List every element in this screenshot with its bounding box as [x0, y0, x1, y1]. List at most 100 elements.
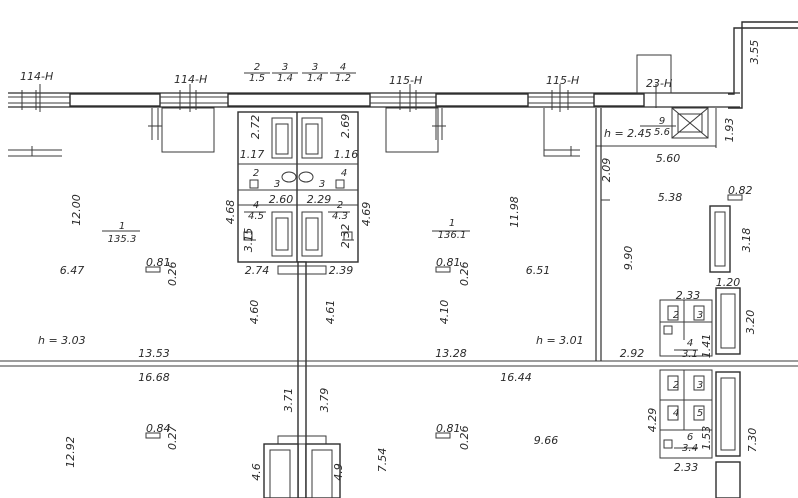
room-area: 1.2 [335, 73, 351, 84]
dimension: 13.28 [435, 347, 467, 360]
dimension: 4.69 [360, 202, 373, 227]
fixture-mark: 5 [697, 408, 703, 419]
opening-height: 0.27 [166, 426, 179, 451]
fixture-mark: 3 [697, 310, 703, 321]
opening-height: 0.26 [458, 426, 471, 451]
room-number: 4 [687, 338, 693, 349]
room-number: 6 [687, 432, 693, 443]
fixture-mark: 3 [697, 380, 703, 391]
dimension: 13.53 [138, 347, 170, 360]
dimension: 3.18 [740, 228, 753, 253]
dimension: 1.53 [700, 426, 713, 451]
ceiling-height: h = 2.45 [604, 127, 652, 140]
dimension: 16.44 [500, 371, 532, 384]
opening-width: 0.81 [436, 422, 461, 435]
dimension: 2.92 [620, 347, 645, 360]
dimension: 6.47 [60, 264, 85, 277]
fixture-mark: 2 [673, 310, 679, 321]
room-area: 1.4 [277, 73, 293, 84]
room-area: 1.4 [307, 73, 323, 84]
room-number: 2 [337, 200, 343, 211]
opening-width: 0.81 [146, 256, 171, 269]
opening-height: 0.26 [166, 262, 179, 287]
dimension: 2.39 [329, 264, 354, 277]
room-area: 5.6 [654, 127, 670, 138]
dimension: 3.20 [744, 310, 757, 335]
dimension: 4.60 [248, 300, 261, 325]
dimension: 11.98 [508, 196, 521, 228]
right-partitions [595, 108, 741, 498]
dimension: 6.51 [526, 264, 551, 277]
opening-markers [145, 194, 743, 439]
opening-width: 0.82 [728, 184, 753, 197]
dimension: 3.79 [318, 388, 331, 413]
room-number: 1 [119, 221, 125, 232]
dimension: 2.69 [339, 114, 352, 139]
dimension: 1.41 [700, 334, 713, 359]
axis-mark: 114-Н [174, 73, 207, 86]
room-area: 136.1 [438, 230, 467, 241]
dimension: 2.32 [339, 224, 352, 249]
dimension: 2.60 [269, 193, 294, 206]
room-area: 135.3 [108, 234, 137, 245]
dimension: 4.61 [324, 300, 337, 325]
dimension: 2.33 [674, 461, 699, 474]
dimension: 12.92 [64, 436, 77, 468]
fixture-mark: 2 [253, 168, 259, 179]
dimension: 12.00 [70, 194, 83, 226]
window-niches [8, 107, 580, 157]
ceiling-height: h = 3.03 [38, 334, 86, 347]
dimension: 4.68 [224, 200, 237, 225]
dimension: 3.15 [242, 228, 255, 253]
fixture-mark: 2 [673, 380, 679, 391]
dimension: 1.16 [334, 148, 359, 161]
axis-mark: 114-Н [20, 70, 53, 83]
dimension: 2.09 [600, 158, 613, 183]
room-number: 3 [312, 62, 318, 73]
dimension: 7.54 [376, 448, 389, 473]
dimension: 1.93 [723, 118, 736, 143]
opening-width: 0.81 [436, 256, 461, 269]
fixture-mark: 4 [341, 168, 347, 179]
dimension: 9.90 [622, 246, 635, 271]
dimension: 4.6 [250, 463, 263, 481]
dimension-leaders [39, 72, 698, 449]
room-area: 1.5 [249, 73, 265, 84]
dimension: 7.30 [746, 428, 759, 453]
ceiling-height: h = 3.01 [536, 334, 584, 347]
dimension: 2.72 [249, 115, 262, 140]
axis-mark: 23-Н [646, 77, 672, 90]
corridor-line [0, 360, 798, 367]
fixture-mark: 3 [274, 179, 280, 190]
opening-height: 0.26 [458, 262, 471, 287]
exterior-wall-top [8, 90, 740, 110]
room-area: 3.4 [682, 443, 698, 454]
room-number: 4 [253, 200, 259, 211]
room-number: 1 [449, 218, 455, 229]
dimension: 2.74 [245, 264, 270, 277]
sanitary-core [237, 111, 359, 498]
exterior-wall-right [596, 21, 798, 148]
dimension: 5.60 [656, 152, 681, 165]
room-number: 9 [659, 116, 665, 127]
dimension: 9.66 [534, 434, 559, 447]
room-number: 4 [340, 62, 346, 73]
axis-mark: 115-Н [546, 74, 579, 87]
dimension: 4.10 [438, 300, 451, 325]
opening-width: 0.84 [146, 422, 171, 435]
room-area: 4.3 [332, 211, 348, 222]
dimension: 1.17 [240, 148, 265, 161]
fixture-mark: 4 [673, 408, 679, 419]
room-number: 2 [254, 62, 260, 73]
dimension: 1.20 [716, 276, 741, 289]
axis-mark: 115-Н [389, 74, 422, 87]
dimension: 4.9 [332, 463, 345, 481]
dimension: 5.38 [658, 191, 683, 204]
fixture-mark: 3 [319, 179, 325, 190]
room-number: 3 [282, 62, 288, 73]
dimension: 16.68 [138, 371, 170, 384]
dimension: 3.71 [282, 388, 295, 413]
dimension: 2.33 [676, 289, 701, 302]
dimension: 3.55 [748, 40, 761, 65]
